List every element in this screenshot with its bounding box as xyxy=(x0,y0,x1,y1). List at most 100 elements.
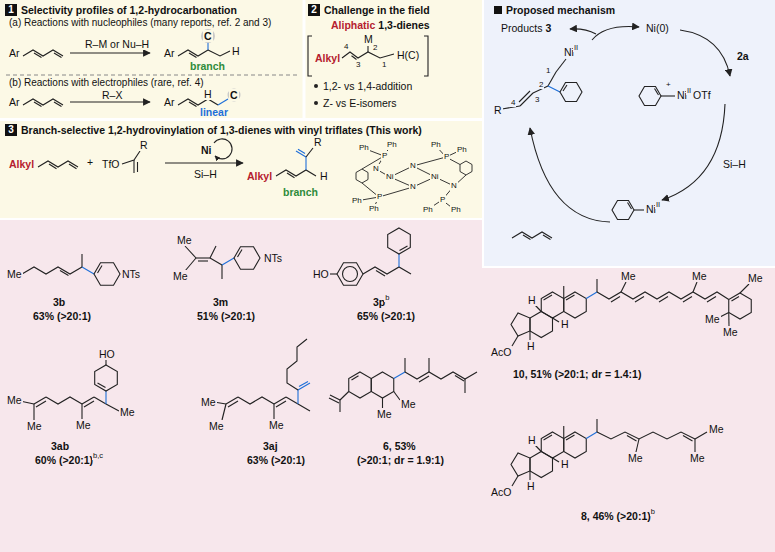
atom-label: Me xyxy=(172,270,189,282)
product-structures xyxy=(382,398,383,408)
section-heading: Challenge in the field xyxy=(324,4,430,17)
product-structures xyxy=(287,339,307,390)
product-structures xyxy=(20,228,751,486)
panel-grounds xyxy=(484,0,775,266)
product-structures xyxy=(33,404,34,420)
product-structures xyxy=(464,379,465,393)
product-structures xyxy=(234,247,260,270)
product-structures xyxy=(82,397,94,404)
atom-label: Me xyxy=(176,234,193,246)
product-structures xyxy=(84,401,94,407)
product-structures xyxy=(683,436,693,442)
product-structures xyxy=(94,397,106,404)
atom-label: Me xyxy=(708,423,725,435)
product-structures xyxy=(226,397,238,404)
product-structures xyxy=(105,360,106,365)
panel3-structures xyxy=(137,162,138,172)
product-structures xyxy=(398,254,399,267)
product-structures xyxy=(276,401,286,407)
atom-label: Me xyxy=(208,420,225,432)
ligand-structure xyxy=(413,157,446,166)
ligand-atom-label: Ph xyxy=(450,205,462,215)
ligand-atom-label: Ph xyxy=(351,196,363,206)
ligand-atom-label: Ph xyxy=(430,140,442,150)
position-number: 3 xyxy=(534,95,540,104)
product-structures xyxy=(740,284,749,293)
position-number: 2 xyxy=(372,43,378,52)
product-structures xyxy=(400,246,408,251)
product-structures xyxy=(566,295,575,300)
product-structures xyxy=(693,282,697,292)
ligand-atom-label: Ph xyxy=(368,204,380,214)
product-structures xyxy=(94,263,120,286)
panel2-structure xyxy=(314,101,318,105)
product-structures xyxy=(529,331,530,340)
ligand-atom-label: N xyxy=(372,164,380,174)
section-marker: 1Selectivity profiles of 1,2-hydrocarbon… xyxy=(5,4,17,16)
compound-label: 63% (>20:1) xyxy=(32,310,92,322)
atom-label: Me xyxy=(704,313,721,325)
atom-label: Me xyxy=(376,408,393,420)
panel1-structures xyxy=(34,102,42,107)
atom-label: R xyxy=(313,136,323,148)
section-number: 3 xyxy=(5,124,17,136)
panel3-structures xyxy=(165,162,243,163)
atom-label: AcO xyxy=(490,346,512,358)
mechanism-structures xyxy=(639,87,661,106)
ligand-atom-label: P xyxy=(439,195,446,205)
product-structures xyxy=(349,372,372,398)
compound-label: 10, 51% (>20:1; dr = 1.4:1) xyxy=(512,368,642,380)
compound-label: 3b xyxy=(52,296,66,308)
mechanism-structures xyxy=(556,59,566,72)
panel-grounds xyxy=(6,75,298,76)
mechanism-structures xyxy=(523,235,531,240)
product-structures xyxy=(274,397,286,404)
compound-label: 65% (>20:1) xyxy=(356,310,416,322)
panel3-structures xyxy=(133,160,134,173)
panel1-structures xyxy=(201,29,215,43)
mechanism-structures xyxy=(560,83,582,102)
compound-label: (>20:1; dr = 1.9:1) xyxy=(356,454,445,466)
product-structures xyxy=(371,372,394,398)
product-structures xyxy=(46,397,82,404)
subheading: (b) Reactions with electrophiles (rare, … xyxy=(8,77,205,89)
mechanism-structures xyxy=(530,128,610,222)
panel1-structures xyxy=(70,101,150,102)
product-structures xyxy=(196,257,210,258)
mechanism-structures xyxy=(634,209,644,210)
ligand-atom-label: N xyxy=(450,181,458,191)
position-number: 1 xyxy=(545,66,551,75)
section-marker: 3Branch-selective 1,2-hydrovinylation of… xyxy=(5,124,17,136)
atom-label: OTf xyxy=(692,89,712,101)
panel2-structure xyxy=(424,36,428,76)
product-structures xyxy=(512,336,518,346)
product-structures xyxy=(198,260,208,261)
product-structures xyxy=(340,392,349,401)
section-marker: 2Challenge in the field xyxy=(308,4,320,16)
compound-label: 3aj xyxy=(262,440,279,452)
selectivity-label: branch xyxy=(189,60,226,72)
panel3-structures xyxy=(49,164,57,169)
position-number: + xyxy=(665,80,672,89)
product-structures xyxy=(298,404,310,411)
product-structures xyxy=(34,397,46,404)
atom-label: R xyxy=(139,139,149,151)
product-structures xyxy=(729,293,752,319)
compound-label: 3m xyxy=(212,296,229,308)
product-structures xyxy=(635,297,644,303)
atom-label: AcO xyxy=(490,486,512,498)
atom-label: HO xyxy=(312,268,330,280)
section-number: 1 xyxy=(5,4,17,16)
atom-label: Ar xyxy=(8,96,21,108)
atom-label: Me xyxy=(627,452,644,464)
ligand-atom-label: Ni xyxy=(430,172,440,182)
atom-label: Me xyxy=(200,396,217,408)
product-structures xyxy=(343,267,358,282)
atom-label: NTs xyxy=(263,252,283,264)
panel1-structures xyxy=(34,53,42,58)
panel-grounds xyxy=(0,118,482,121)
product-structures xyxy=(98,266,103,274)
atom-label: R–M or Nu–H xyxy=(84,38,150,50)
position-number: 4 xyxy=(343,42,349,51)
